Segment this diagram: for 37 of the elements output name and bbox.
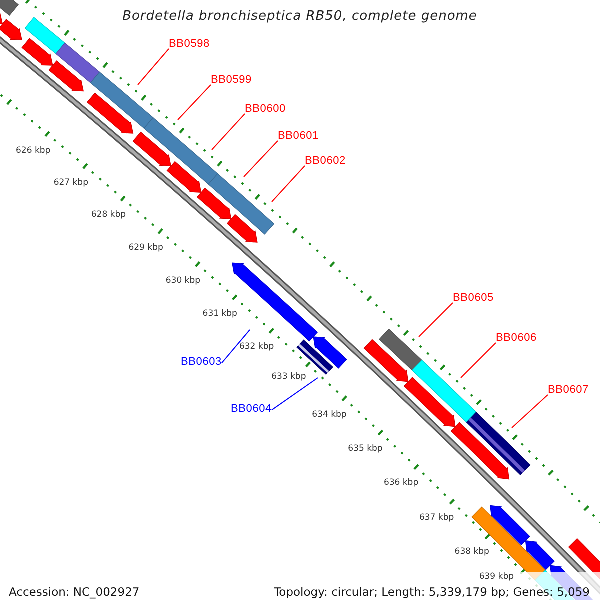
leader-line: [138, 48, 170, 86]
scale-label: 639 kbp: [479, 572, 514, 582]
leader-line: [418, 302, 454, 338]
scale-label: 633 kbp: [272, 372, 306, 382]
leader-line: [212, 114, 246, 150]
gene-label: BB0598: [169, 38, 210, 50]
gene-label: BB0600: [245, 103, 286, 115]
scale-label: 637 kbp: [419, 512, 454, 523]
leader-line: [460, 342, 496, 378]
scale-label: 629 kbp: [128, 242, 164, 253]
title: Bordetella bronchiseptica RB50, complete genome: [122, 9, 478, 24]
scale-label: 628 kbp: [91, 210, 126, 220]
scale-label: 627 kbp: [54, 178, 88, 188]
scale-label: 638 kbp: [454, 547, 490, 558]
leader-line: [244, 140, 278, 178]
gene-label: BB0604: [231, 403, 272, 415]
leader-line: [272, 166, 306, 202]
gene-label: BB0605: [453, 292, 494, 304]
leader-line: [512, 394, 548, 428]
gene-label: BB0603: [181, 356, 222, 368]
scale-label: 635 kbp: [348, 444, 383, 454]
scale-label: 626 kbp: [16, 146, 51, 156]
leader-line: [271, 378, 318, 411]
leader-line: [178, 84, 212, 120]
gene-label: BB0601: [278, 130, 319, 142]
gene-label: BB0599: [211, 74, 252, 86]
gene-label: BB0607: [548, 384, 589, 396]
genome-summary: Topology: circular; Length: 5,339,179 bp; Genes: 5,059: [274, 585, 590, 599]
scale-label: 630 kbp: [166, 276, 201, 286]
scale-label: 631 kbp: [202, 308, 238, 319]
gene-label: BB0602: [305, 155, 346, 167]
gene-label: BB0606: [496, 332, 537, 344]
leader-line: [221, 330, 250, 364]
scale-label: 632 kbp: [239, 342, 274, 352]
accession-label: Accession: NC_002927: [9, 585, 140, 599]
scale-label: 636 kbp: [384, 478, 419, 488]
scale-label: 634 kbp: [312, 410, 347, 420]
